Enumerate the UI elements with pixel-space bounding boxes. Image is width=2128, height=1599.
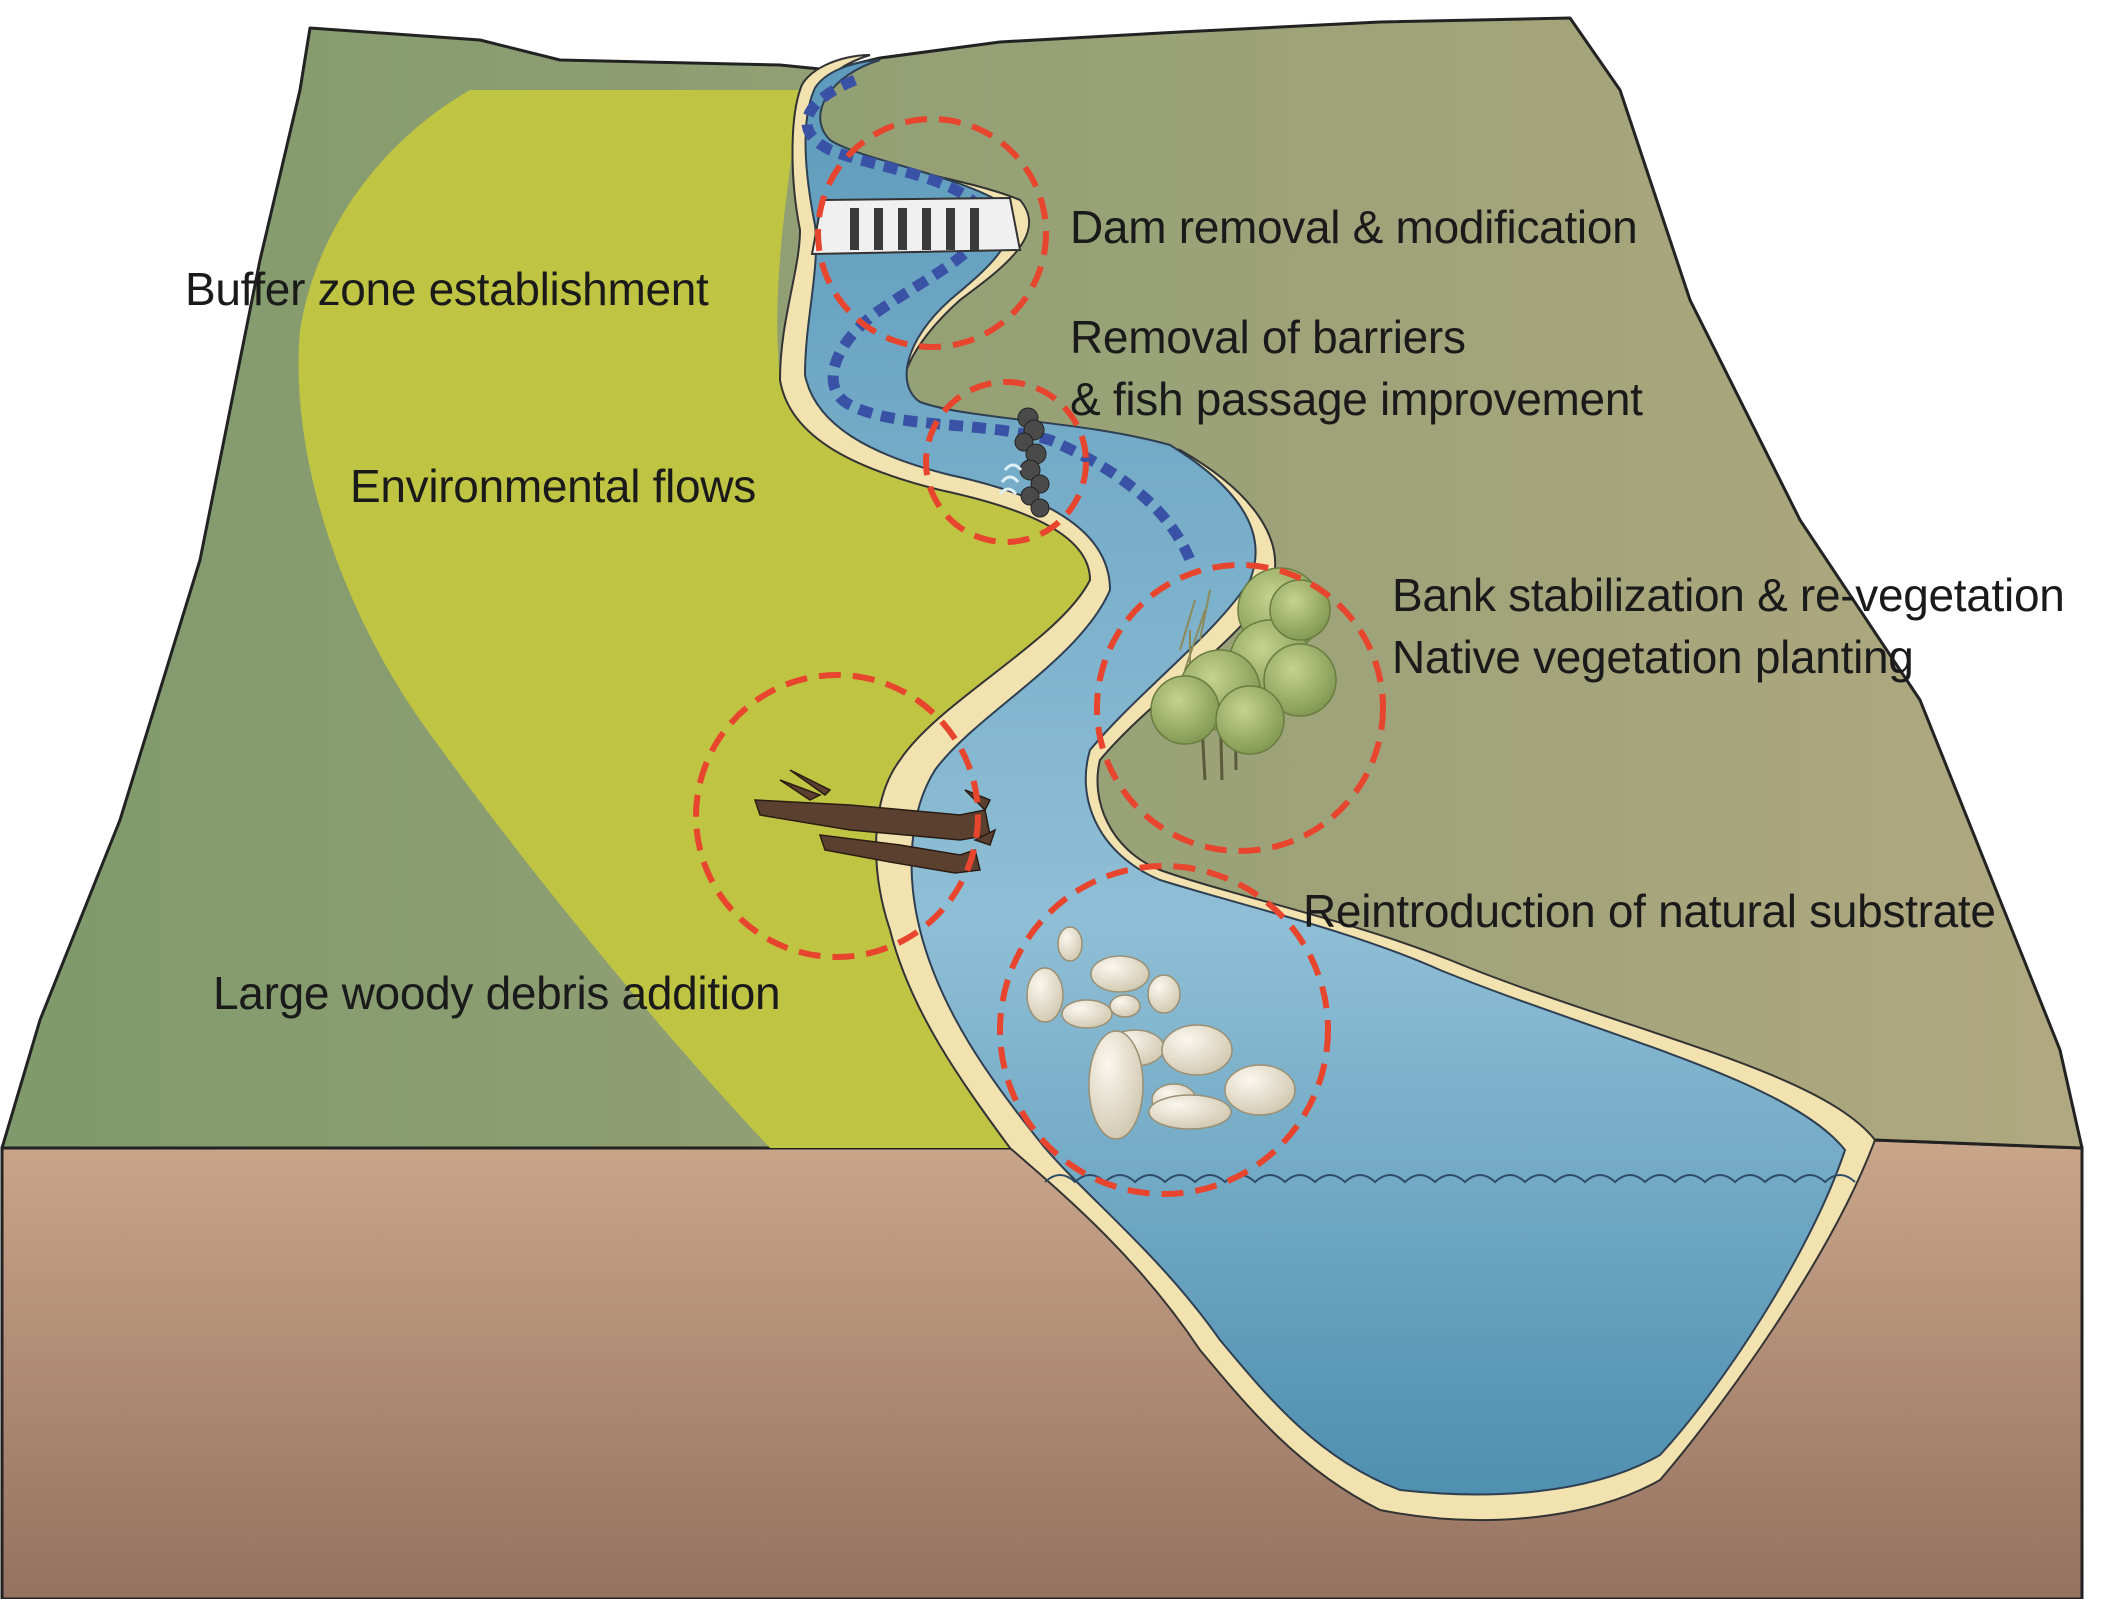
circle-bank	[1094, 562, 1386, 854]
buffer-zone-area	[298, 90, 1110, 1148]
label-woody-debris: Large woody debris addition	[213, 967, 781, 1019]
label-substrate: Reintroduction of natural substrate	[1303, 885, 1996, 937]
large-woody-debris-icon	[753, 769, 997, 874]
label-dam-removal: Dam removal & modification	[1070, 201, 1638, 253]
label-bank-line1: Bank stabilization & re-vegetation	[1392, 569, 2065, 621]
environmental-flow-line	[801, 74, 1196, 563]
barrier-weir-icon	[1014, 407, 1050, 518]
water-surface-line	[1044, 1174, 1856, 1184]
label-bank-stabilization: Bank stabilization & re-vegetation Nativ…	[1392, 564, 2065, 688]
dam-icon	[810, 196, 1022, 256]
label-buffer-zone: Buffer zone establishment	[185, 263, 709, 315]
label-barriers: Removal of barriers & fish passage impro…	[1070, 306, 1643, 430]
circle-barriers	[923, 379, 1089, 545]
highlight-circles	[693, 116, 1386, 1197]
label-environmental-flows: Environmental flows	[350, 460, 756, 512]
native-trees-icon	[1150, 567, 1337, 781]
natural-substrate-rocks-icon	[1026, 926, 1296, 1140]
circle-substrate	[997, 863, 1331, 1197]
fish-passage-icon	[998, 463, 1023, 495]
circle-woody-debris	[693, 672, 981, 960]
label-barriers-line1: Removal of barriers	[1070, 311, 1466, 363]
circle-dam	[815, 116, 1049, 350]
label-bank-line2: Native vegetation planting	[1392, 631, 1914, 683]
label-barriers-line2: & fish passage improvement	[1070, 373, 1643, 425]
